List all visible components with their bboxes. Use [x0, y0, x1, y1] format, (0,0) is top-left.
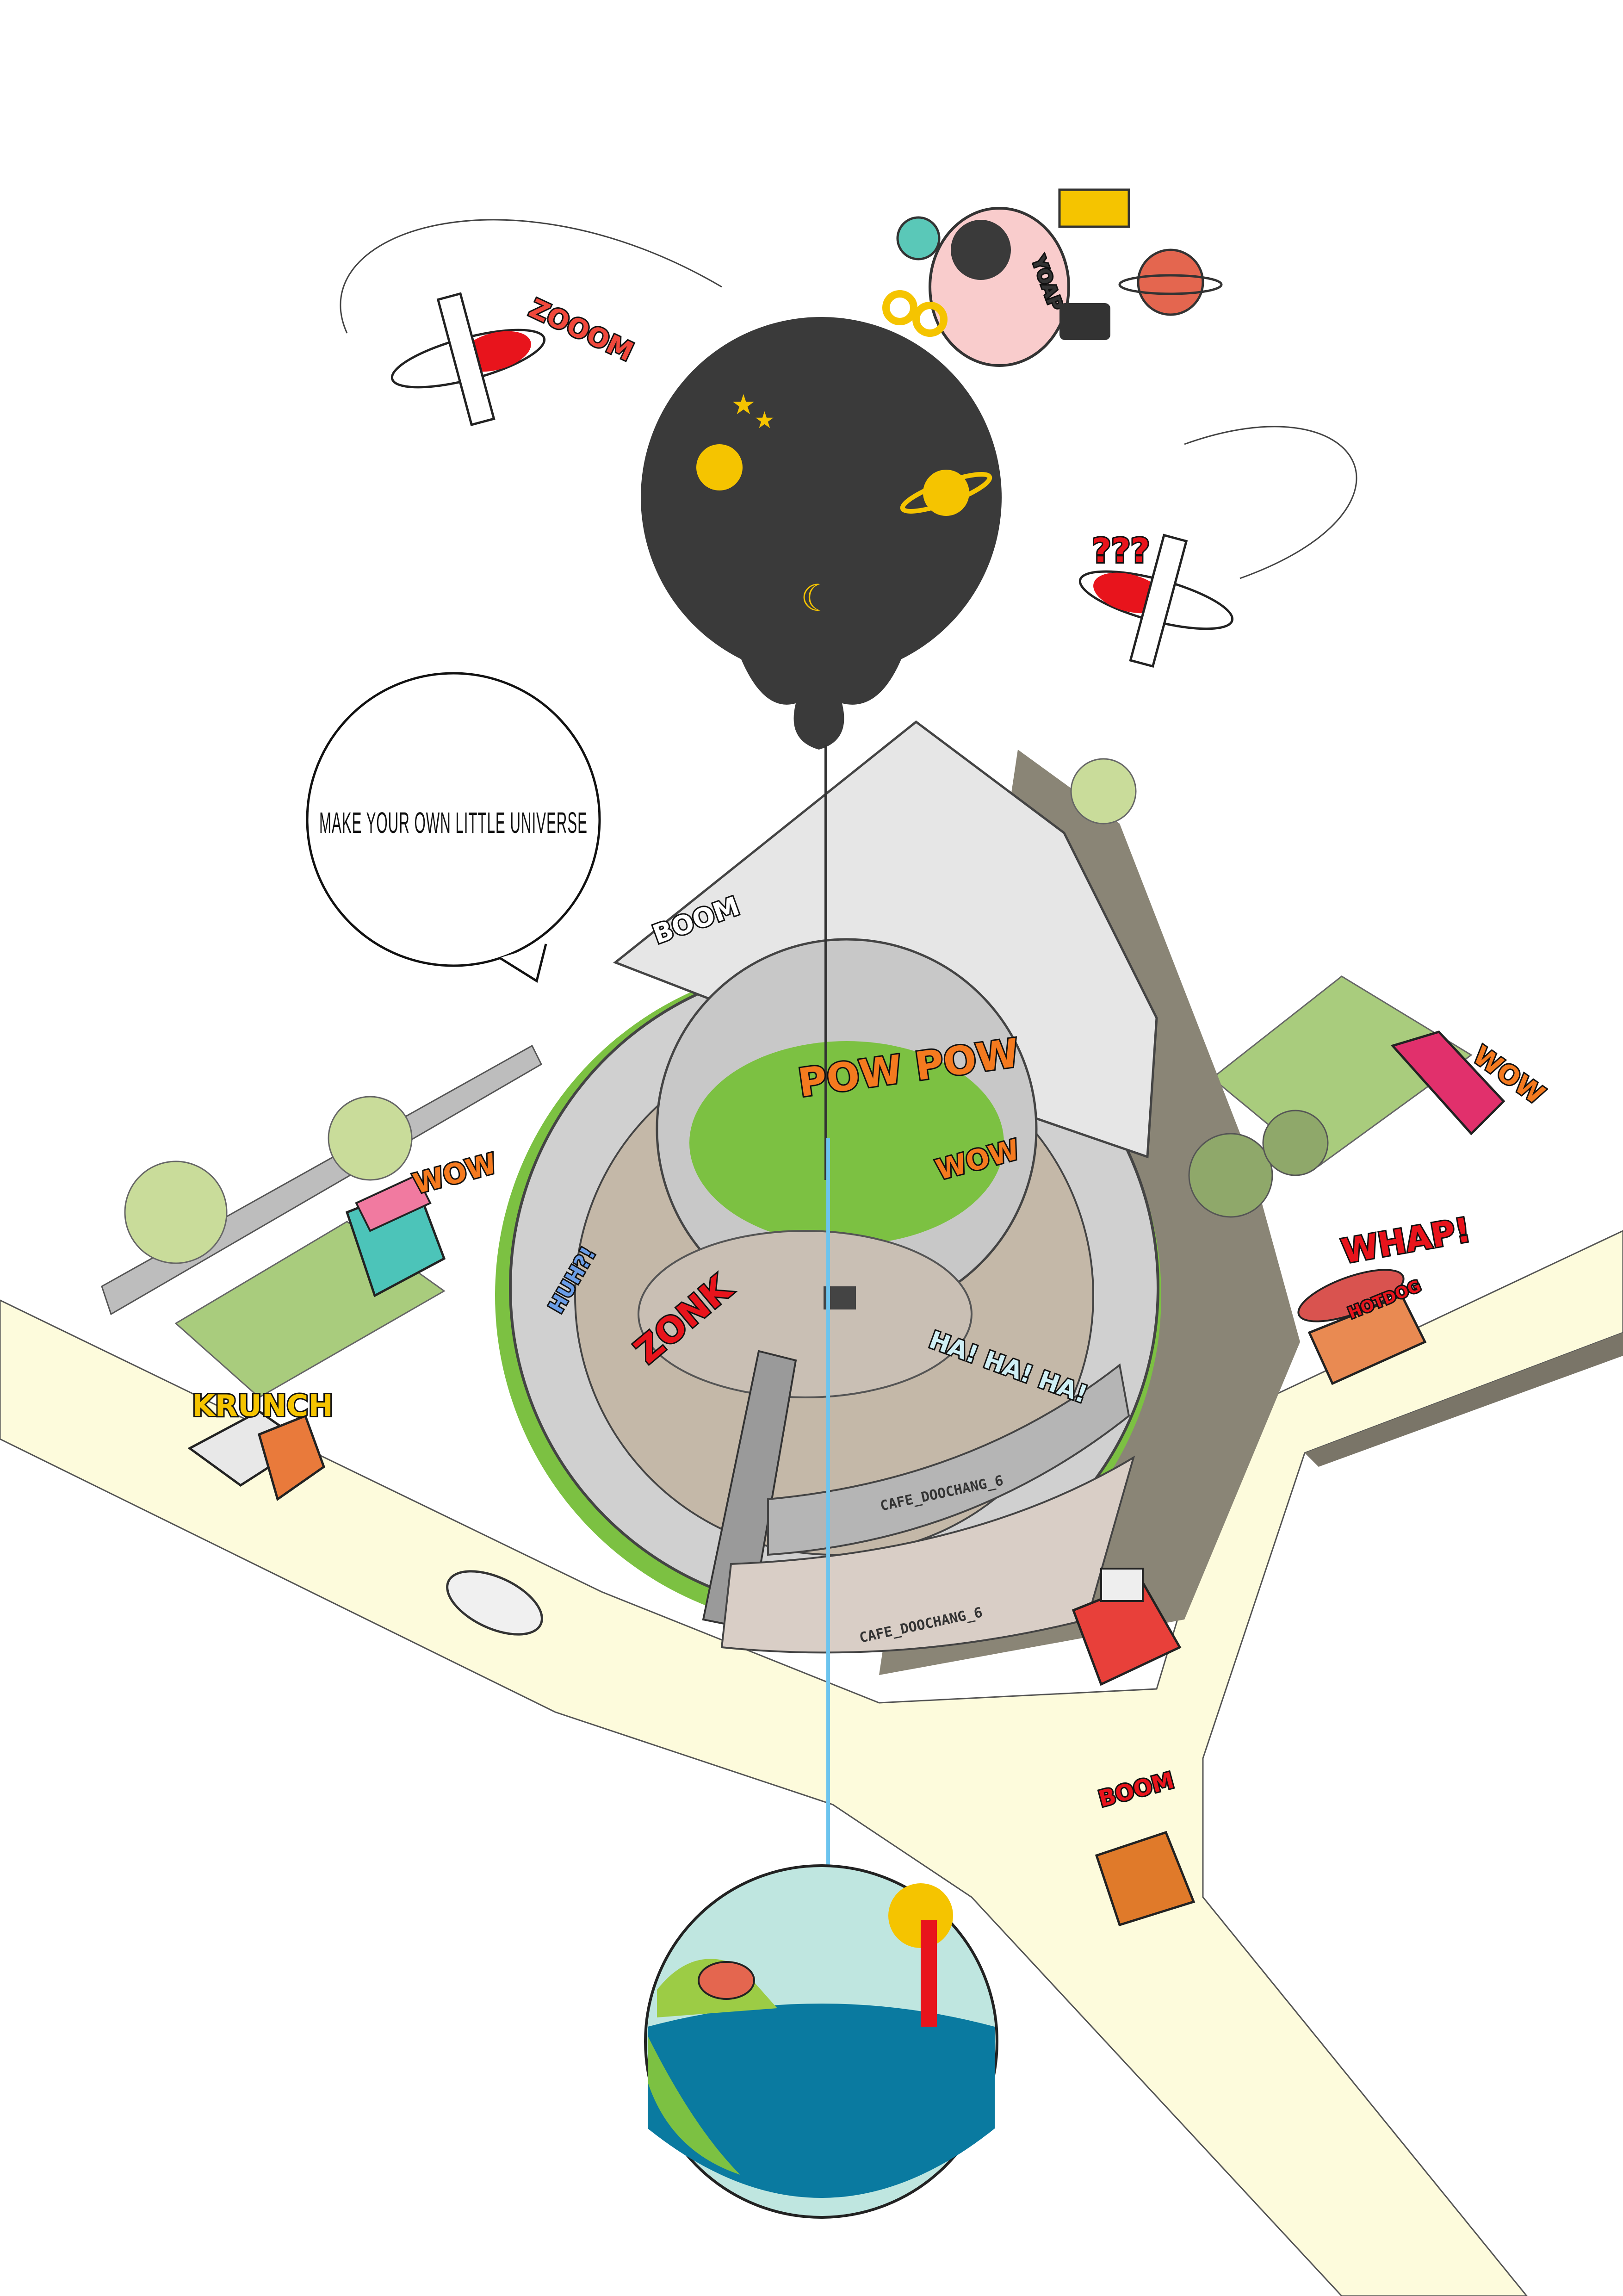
hotdog-icon — [1297, 1269, 1405, 1322]
red-plane-1 — [390, 292, 546, 427]
sfx-whap: WHAP! — [1338, 1210, 1473, 1271]
pink-car — [1390, 1030, 1505, 1136]
deer-icon — [698, 1961, 755, 2000]
planet-icon — [1137, 248, 1204, 316]
little-universe-globe — [644, 1864, 998, 2219]
rainbow-icon — [921, 1920, 937, 2027]
star-icon: ★ — [731, 390, 756, 420]
astronaut-group: YOAP — [882, 188, 1223, 367]
saturn-icon — [923, 470, 969, 516]
donut-icon — [882, 290, 917, 325]
sfx-krunch: KRUNCH — [192, 1389, 333, 1423]
sfx-wow-foodtruck: WOW — [410, 1147, 500, 1200]
courtyard-lawn — [689, 1041, 1004, 1245]
trees — [124, 758, 1329, 1264]
building: CAFE_DOOCHANG_6 CAFE_DOOCHANG_6 — [495, 720, 1161, 1654]
tree — [1262, 1110, 1329, 1176]
sfx-question: ??? — [1092, 531, 1150, 570]
night-sky-balloon: ★ ★ ☾ — [641, 317, 1002, 750]
pickup-truck — [187, 1410, 326, 1502]
flight-path — [1184, 426, 1357, 579]
tree — [1188, 1133, 1273, 1218]
tree — [328, 1096, 413, 1181]
entry-plaza — [720, 1455, 1135, 1654]
sfx-zoom: ZOOOM — [525, 293, 638, 367]
fire-truck — [1072, 1568, 1182, 1686]
hotdog-bus: HOTDOG — [1297, 1269, 1427, 1385]
astronaut-helmet — [951, 220, 1011, 280]
donut-icon — [912, 302, 948, 337]
vehicles: HOTDOG — [187, 1030, 1505, 1927]
camera-icon — [1059, 303, 1110, 340]
tree — [1070, 758, 1137, 825]
performance-plaza — [638, 1230, 973, 1398]
earth-icon — [896, 216, 941, 261]
tree — [124, 1160, 228, 1264]
speech-bubble-text: MAKE YOUR OWN LITTLE UNIVERSE — [319, 806, 588, 839]
flight-path — [340, 219, 722, 334]
star-icon: ★ — [754, 407, 775, 433]
food-truck — [345, 1174, 446, 1297]
cafe-terrace — [767, 1363, 1130, 1556]
moon-icon — [696, 444, 743, 490]
house-icon — [1058, 188, 1130, 228]
orange-van — [1095, 1831, 1196, 1927]
white-car — [446, 1570, 543, 1636]
road-shadow — [1305, 1333, 1623, 1467]
crescent-icon: ☾ — [800, 578, 834, 619]
speech-bubble: MAKE YOUR OWN LITTLE UNIVERSE — [306, 672, 601, 983]
red-plane-2 — [1078, 534, 1234, 668]
